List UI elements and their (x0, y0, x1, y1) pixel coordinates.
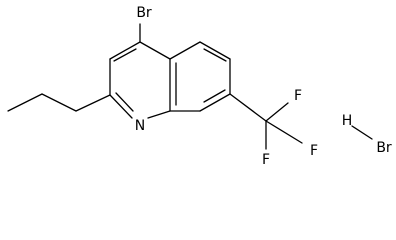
atom-fluorine-1: F (294, 88, 302, 104)
bond-c5-c6-double (203, 48, 227, 62)
bond-n-c8a (147, 110, 171, 119)
salt-bromine: Br (376, 140, 392, 156)
atom-fluorine-3: F (262, 152, 270, 168)
atom-nitrogen: N (135, 118, 145, 134)
bond-cf3-f2 (265, 120, 303, 144)
bond-propyl-1-2 (41, 93, 77, 112)
bond-c2-propyl-1 (75, 94, 111, 112)
bond-c5-c6 (199, 41, 231, 60)
atom-labels: Br N F F F H Br (135, 5, 392, 168)
salt-hydrogen: H (342, 113, 353, 129)
bonds (7, 23, 373, 150)
bond-cf3-f1 (265, 102, 289, 122)
bond-c4-c3-double (113, 48, 137, 62)
chemical-structure-diagram: Br N F F F H Br (7, 5, 392, 168)
bond-c4a-c4 (139, 41, 171, 60)
bond-c7-cf3 (229, 93, 267, 122)
atom-br-top: Br (136, 5, 152, 21)
bond-c7-c8-double (203, 89, 226, 103)
bond-propyl-2-3 (7, 93, 43, 112)
bond-c2-n-double (115, 92, 134, 112)
bond-c7-c8 (199, 93, 231, 112)
atom-fluorine-2: F (310, 143, 318, 159)
bond-c4a-c5 (169, 41, 201, 60)
bond-c2-n (109, 94, 133, 119)
bond-c4-c3 (109, 41, 141, 60)
bond-h-br (351, 125, 373, 140)
